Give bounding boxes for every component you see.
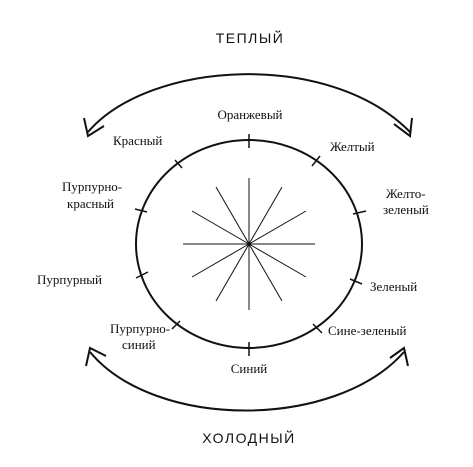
label-purple: Пурпурный xyxy=(37,272,102,287)
cold-arc xyxy=(89,351,405,412)
label-green: Зеленый xyxy=(370,279,417,294)
cold-arc-arrow-right xyxy=(389,346,409,367)
ellipse-ticks xyxy=(134,134,367,356)
label-purple-red-2: красный xyxy=(67,196,114,211)
label-red: Красный xyxy=(113,133,162,148)
label-orange: Оранжевый xyxy=(217,107,282,122)
label-yellow: Желтый xyxy=(330,139,375,154)
cold-arc-arrow-left xyxy=(85,346,107,367)
warm-label: ТЕПЛЫЙ xyxy=(216,29,285,46)
warm-arc-arrow-left xyxy=(83,117,105,138)
warm-arc-arrow-right xyxy=(393,117,413,138)
label-yellow-green-1: Желто- xyxy=(386,186,426,201)
label-blue: Синий xyxy=(231,361,268,376)
center-star xyxy=(183,178,315,310)
label-yellow-green-2: зеленый xyxy=(383,202,429,217)
label-blue-green: Сине-зеленый xyxy=(328,323,407,338)
cold-label: ХОЛОДНЫЙ xyxy=(202,429,295,446)
label-purple-blue-2: синий xyxy=(122,337,156,352)
label-purple-red-1: Пурпурно- xyxy=(62,179,122,194)
label-purple-blue-1: Пурпурно- xyxy=(110,321,170,336)
warm-arc xyxy=(87,73,411,133)
